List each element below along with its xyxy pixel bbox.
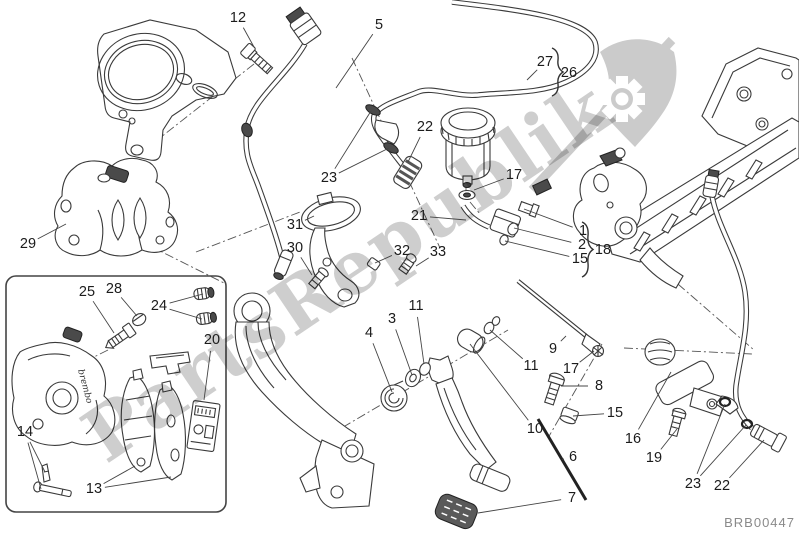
leader-line-4 bbox=[372, 343, 393, 393]
gear-icon bbox=[599, 76, 645, 122]
drawing-code: BRB00447 bbox=[724, 515, 795, 530]
seal-washer bbox=[718, 396, 732, 408]
fluid-reservoir bbox=[440, 107, 496, 201]
sticker-20 bbox=[186, 400, 221, 453]
heel-guard-plate bbox=[96, 19, 237, 161]
union-elbow-cluster bbox=[460, 178, 553, 246]
clamp-bracket bbox=[301, 191, 417, 308]
brace-18 bbox=[581, 221, 595, 278]
leader-line-24 bbox=[169, 308, 203, 320]
swingarm-assembly bbox=[572, 47, 799, 289]
leader-line-7 bbox=[477, 499, 562, 514]
leader-line-11 bbox=[489, 329, 524, 360]
caliper-lower: brembo bbox=[11, 326, 116, 446]
leader-line-33 bbox=[415, 257, 429, 267]
rubber-boot-22 bbox=[393, 155, 423, 189]
leader-line-14 bbox=[27, 442, 42, 490]
leader-line-22 bbox=[407, 136, 421, 163]
leader-line-14 bbox=[29, 441, 46, 473]
leader-line-28 bbox=[120, 297, 138, 317]
leader-line-23 bbox=[334, 110, 372, 169]
leader-line-27 bbox=[526, 69, 538, 81]
leader-line-29 bbox=[37, 223, 67, 240]
leader-line-17 bbox=[579, 350, 595, 363]
pedal-rod-6 bbox=[536, 418, 588, 501]
leader-line-23 bbox=[696, 403, 726, 474]
brace-26 bbox=[551, 47, 565, 97]
leader-line-13 bbox=[104, 476, 172, 488]
leader-line-17 bbox=[473, 178, 504, 191]
hose-clamp bbox=[365, 104, 381, 116]
wheel-sensor-tip bbox=[273, 249, 294, 280]
return-spring bbox=[380, 380, 408, 412]
master-cylinder-group bbox=[644, 168, 787, 453]
reservoir-hose bbox=[365, 0, 599, 189]
leader-line-9 bbox=[560, 335, 567, 342]
leader-line-21 bbox=[429, 216, 467, 221]
leader-line-19 bbox=[660, 428, 678, 450]
leader-line-5 bbox=[335, 33, 374, 89]
brake-pads-13 bbox=[120, 368, 186, 481]
leader-line-12 bbox=[242, 27, 255, 48]
hose-clamp bbox=[383, 142, 399, 154]
caliper-detail-box: brembo bbox=[5, 275, 227, 513]
leader-line-13 bbox=[103, 465, 136, 485]
leader-line-22 bbox=[729, 439, 765, 479]
leader-line-23 bbox=[700, 424, 747, 477]
safety-clip-14 bbox=[41, 463, 51, 483]
leader-line-30 bbox=[300, 257, 313, 276]
pad-pins-24 bbox=[193, 286, 217, 325]
footpeg-bracket bbox=[233, 292, 375, 509]
bolt-19 bbox=[668, 407, 687, 438]
leader-line-16 bbox=[638, 371, 672, 430]
pivot-bushing bbox=[456, 328, 486, 354]
bleed-valve-25 bbox=[104, 322, 137, 349]
leader-line-11 bbox=[417, 316, 425, 365]
leader-line-31 bbox=[304, 215, 315, 221]
sensor-cable bbox=[241, 6, 322, 280]
banjo-bolt-22 bbox=[750, 423, 787, 453]
leader-line-1 bbox=[523, 208, 573, 228]
leader-line-15 bbox=[504, 240, 570, 257]
leader-line-2 bbox=[513, 227, 572, 243]
leader-line-24 bbox=[169, 293, 204, 304]
pedal-rubber-7 bbox=[434, 493, 478, 530]
rear-caliper bbox=[53, 157, 179, 257]
bolt-12 bbox=[240, 43, 274, 75]
seal-washer bbox=[740, 418, 754, 430]
leader-line-15 bbox=[572, 413, 605, 417]
leader-line-3 bbox=[395, 329, 413, 376]
pushrod-group bbox=[516, 279, 605, 425]
leader-line-20 bbox=[203, 350, 211, 401]
leader-line-10 bbox=[469, 343, 529, 421]
valve-cap-28 bbox=[132, 312, 147, 327]
leader-line-25 bbox=[92, 300, 115, 334]
brake-pedal bbox=[380, 316, 588, 530]
leader-line-23 bbox=[338, 147, 390, 174]
leader-line-32 bbox=[374, 255, 393, 264]
watermark-flag-logo bbox=[528, 36, 677, 194]
